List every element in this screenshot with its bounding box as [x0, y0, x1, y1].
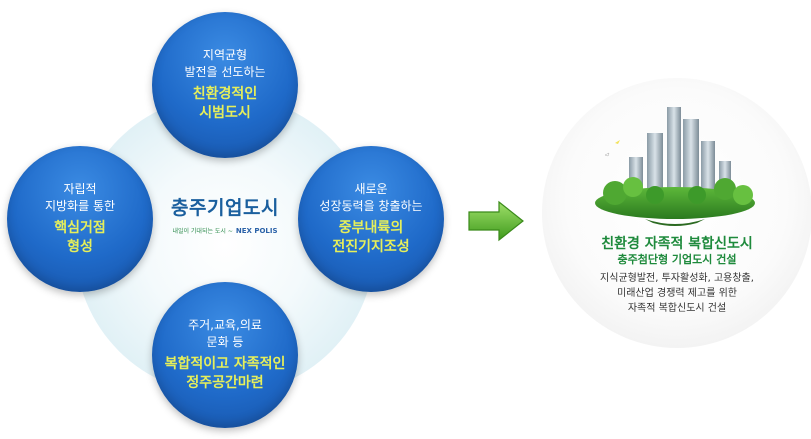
logo-tagline-row: 내일이 기대되는 도시 ~ NEX POLIS [162, 226, 288, 236]
node-right: 새로운 성장동력을 창출하는 중부내륙의 전진기지조성 [298, 146, 444, 292]
node-left-line2: 지방화를 통한 [44, 199, 116, 213]
node-right-line2: 성장동력을 창출하는 [319, 199, 423, 213]
node-left: 자립적 지방화를 통한 핵심거점 형성 [7, 146, 153, 292]
node-left-title2: 형성 [67, 239, 93, 255]
result-desc-line3: 자족적 복합신도시 건설 [627, 303, 727, 314]
node-right-title2: 전진기지조성 [332, 239, 410, 255]
result-subtitle: 충주첨단형 기업도시 건설 [617, 253, 737, 266]
node-top-line1: 지역균형 [202, 48, 248, 62]
result-description: 지식균형발전, 투자활성화, 고용창출, 미래산업 경쟁력 제고를 위한 자족적… [542, 271, 811, 316]
logo-brand: NEX POLIS [235, 226, 278, 235]
node-bottom-title1: 복합적이고 자족적인 [164, 356, 286, 372]
node-bottom: 주거,교육,의료 문화 등 복합적이고 자족적인 정주공간마련 [152, 282, 298, 428]
node-top-line2: 발전을 선도하는 [184, 65, 266, 79]
result-desc-line1: 지식균형발전, 투자활성화, 고용창출, [600, 273, 754, 284]
node-bottom-line2: 문화 등 [206, 335, 244, 349]
node-left-title1: 핵심거점 [54, 220, 106, 236]
node-top-title2: 시범도시 [199, 105, 251, 121]
node-right-line1: 새로운 [354, 182, 388, 196]
result-desc-line2: 미래산업 경쟁력 제고를 위한 [617, 288, 737, 299]
node-top: 지역균형 발전을 선도하는 친환경적인 시범도시 [152, 12, 298, 158]
node-bottom-line1: 주거,교육,의료 [188, 318, 262, 332]
arrow-right-icon [468, 200, 524, 242]
result-title: 친환경 자족적 복합신도시 [601, 236, 753, 252]
city-logo: 충주기업도시 내일이 기대되는 도시 ~ NEX POLIS [162, 196, 288, 246]
node-bottom-title2: 정주공간마련 [186, 375, 264, 391]
logo-tagline: 내일이 기대되는 도시 ~ [172, 228, 233, 235]
node-right-title1: 중부내륙의 [338, 220, 404, 236]
logo-title: 충주기업도시 [171, 197, 279, 219]
green-city-illustration [595, 107, 755, 226]
node-left-line1: 자립적 [63, 182, 97, 196]
node-top-title1: 친환경적인 [192, 86, 258, 102]
